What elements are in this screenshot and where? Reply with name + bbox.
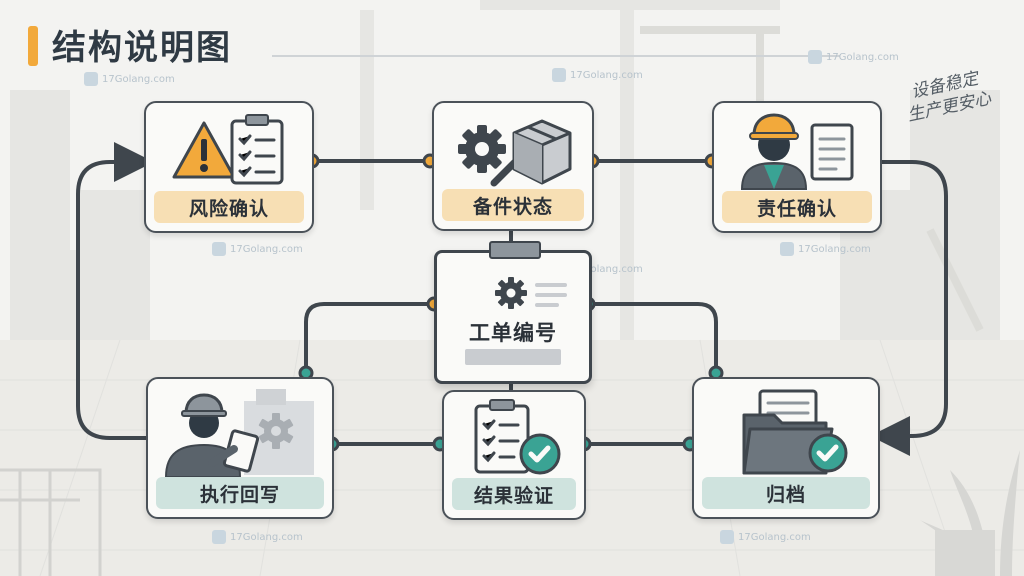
watermark: 17Golang.com [552,68,643,82]
watermark-logo-icon [552,68,566,82]
node-label: 风险确认 [154,191,304,223]
link-execute-risk [76,142,154,440]
link-workorder-execute [304,302,436,374]
folder-check-icon [742,389,848,475]
clipboard-clip [489,241,541,259]
watermark-logo-icon [212,242,226,256]
watermark-logo-icon [780,242,794,256]
node-work-order-number[interactable]: 工单编号 [434,241,592,384]
node-archive[interactable]: 归档 [692,377,880,519]
placeholder-bar [465,349,561,365]
gear-list-icon [495,277,567,309]
title-divider [272,55,840,57]
node-parts-status[interactable]: 备件状态 [432,101,594,231]
watermark-logo-icon [720,530,734,544]
link-workorder-archive [586,302,718,374]
node-result-verify[interactable]: 结果验证 [442,390,586,520]
watermark-logo-icon [212,530,226,544]
title-accent-bar [28,26,38,66]
warning-clipboard-icon [172,114,284,185]
watermark: 17Golang.com [720,530,811,544]
node-label: 工单编号 [469,321,557,345]
watermark: 17Golang.com [808,50,899,64]
worker-document-icon [740,113,854,190]
node-label: 执行回写 [156,477,324,509]
watermark: 17Golang.com [84,72,175,86]
link-responsibility-archive [870,160,948,456]
clipboard-check-icon [474,399,561,475]
node-execute-writeback[interactable]: 执行回写 [146,377,334,519]
watermark-logo-icon [84,72,98,86]
node-label: 结果验证 [452,478,576,510]
node-label: 责任确认 [722,191,872,223]
node-label: 归档 [702,477,870,509]
node-responsibility-confirm[interactable]: 责任确认 [712,101,882,233]
watermark: 17Golang.com [212,242,303,256]
watermark: 17Golang.com [780,242,871,256]
watermark-logo-icon [808,50,822,64]
worker-tablet-machine-icon [164,389,314,477]
watermark: 17Golang.com [212,530,303,544]
page-title: 结构说明图 [52,28,232,68]
gear-wrench-box-icon [458,119,572,187]
node-risk-confirm[interactable]: 风险确认 [144,101,314,233]
node-label: 备件状态 [442,189,584,221]
